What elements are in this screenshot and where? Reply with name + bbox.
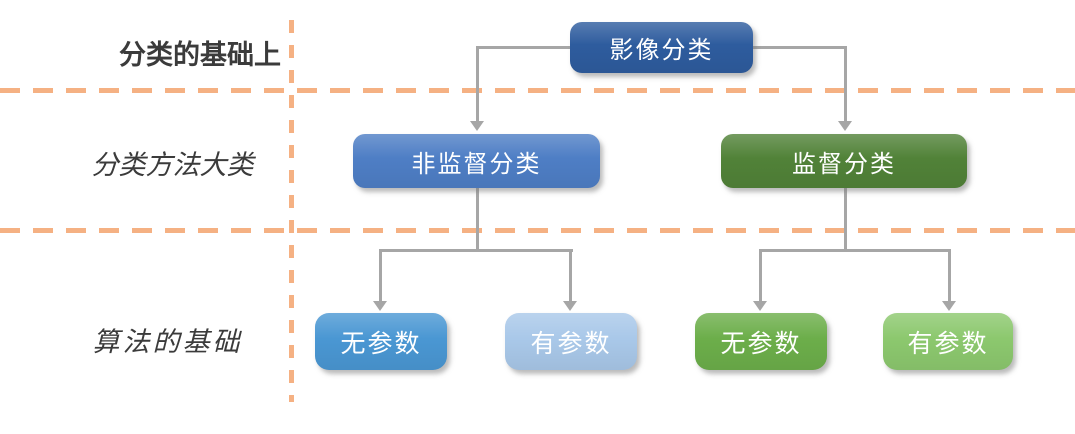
row-label-classification-basis: 分类的基础上 <box>119 40 281 71</box>
connector-root-to-unsupervised-vertical <box>476 46 479 122</box>
connector-unsupervised-stem <box>476 188 479 252</box>
node-supervised-classification: 监督分类 <box>721 134 967 188</box>
connector-unsupervised-split-horizontal <box>379 249 573 252</box>
arrowhead-unsupervised-parametric-icon <box>563 301 577 311</box>
connector-supervised-split-horizontal <box>759 249 951 252</box>
connector-supervised-left-drop <box>759 249 762 302</box>
arrowhead-to-supervised-icon <box>838 121 852 131</box>
row-divider-2 <box>0 228 1075 233</box>
node-supervised-parametric: 有参数 <box>883 313 1013 370</box>
row-label-algorithm-basis: 算法的基础 <box>92 327 243 358</box>
node-supervised-nonparametric: 无参数 <box>695 313 827 370</box>
connector-root-to-supervised-horizontal <box>753 46 847 49</box>
connector-supervised-right-drop <box>948 249 951 302</box>
connector-unsupervised-left-drop <box>379 249 382 302</box>
arrowhead-supervised-parametric-icon <box>942 301 956 311</box>
node-unsupervised-classification: 非监督分类 <box>353 134 600 188</box>
node-image-classification: 影像分类 <box>570 22 753 73</box>
connector-unsupervised-right-drop <box>569 249 572 302</box>
arrowhead-supervised-nonparametric-icon <box>753 301 767 311</box>
connector-root-to-unsupervised-horizontal <box>476 46 571 49</box>
label-column-divider <box>289 20 294 402</box>
arrowhead-unsupervised-nonparametric-icon <box>373 301 387 311</box>
row-label-method-category: 分类方法大类 <box>91 150 254 181</box>
arrowhead-to-unsupervised-icon <box>470 121 484 131</box>
node-unsupervised-parametric: 有参数 <box>505 313 637 370</box>
node-unsupervised-nonparametric: 无参数 <box>315 313 447 370</box>
connector-supervised-stem <box>844 188 847 252</box>
connector-root-to-supervised-vertical <box>844 46 847 122</box>
row-divider-1 <box>0 88 1075 93</box>
